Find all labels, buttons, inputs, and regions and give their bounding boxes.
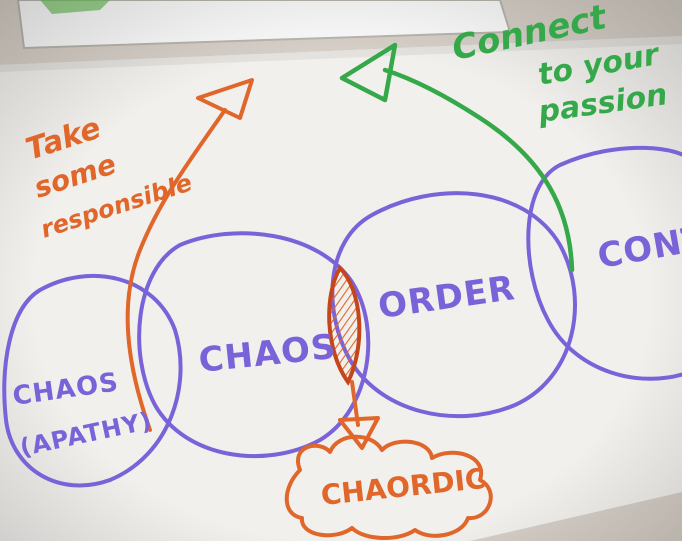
green-arrow-passion (382, 67, 575, 273)
circle-chaos-apathy (2, 273, 183, 488)
orange-arrow-responsibility (125, 108, 227, 432)
circle-chaos (137, 231, 371, 459)
chaordic-overlap-lens (327, 264, 362, 386)
chaordic-cloud (284, 434, 493, 540)
circle-control (526, 145, 682, 381)
orange-arrowhead-responsibility (196, 78, 254, 120)
orange-arrowhead-down (338, 416, 380, 450)
green-arrowhead-passion (339, 42, 398, 103)
